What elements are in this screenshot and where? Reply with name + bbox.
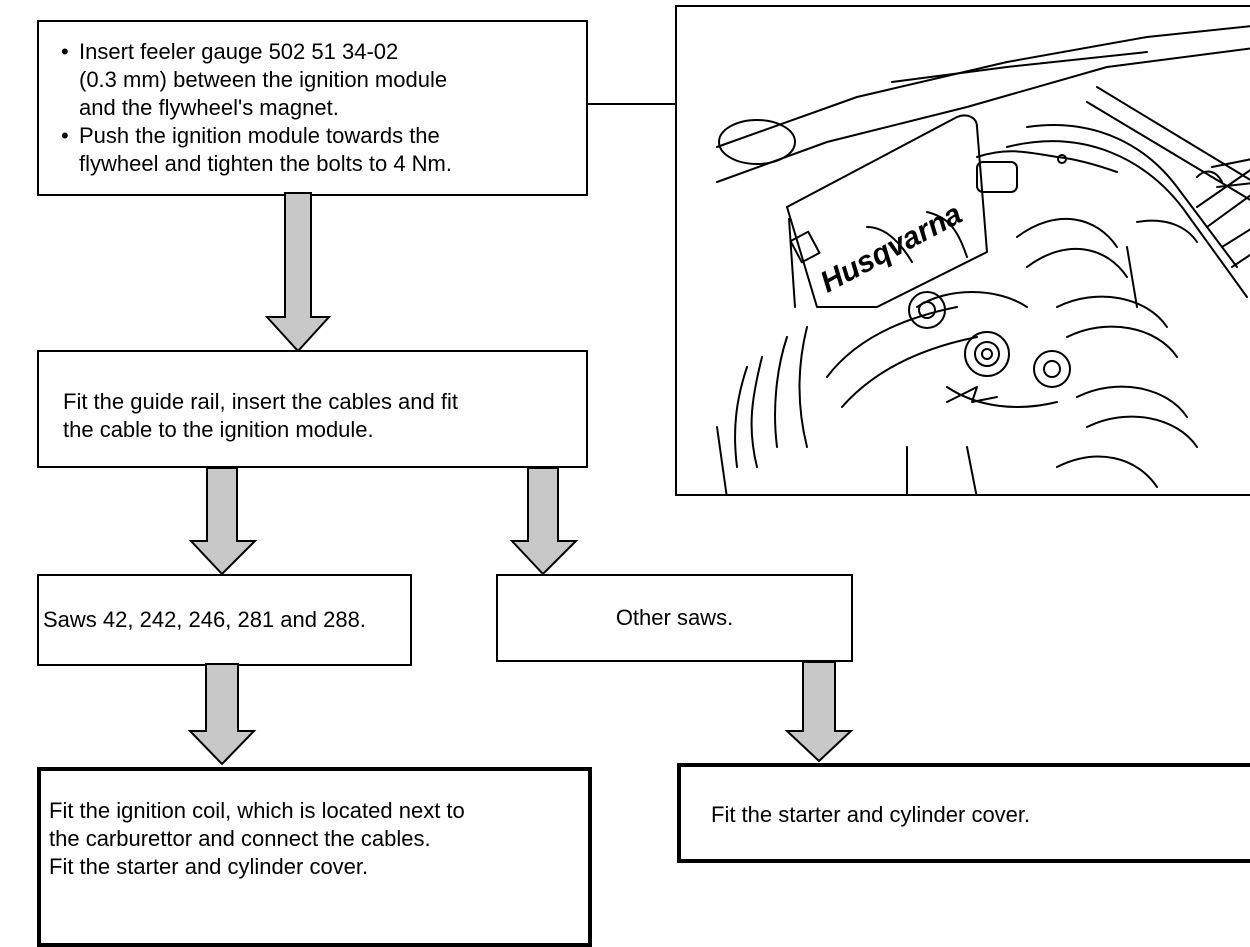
- arrow-down-2-right: [509, 467, 579, 576]
- husqvarna-logo-text: Husqvarna: [815, 197, 967, 299]
- bullet-line: flywheel and tighten the bolts to 4 Nm.: [79, 151, 452, 176]
- arrow-down-1: [264, 192, 332, 353]
- step-1-bullet-1: • Insert feeler gauge 502 51 34-02 (0.3 m…: [61, 38, 586, 122]
- step-2-line: Fit the guide rail, insert the cables an…: [63, 389, 458, 414]
- branch-right-text: Other saws.: [615, 605, 734, 630]
- final-left-line: the carburettor and connect the cables.: [49, 826, 431, 851]
- step-1-bullet-2: • Push the ignition module towards the fl…: [61, 122, 586, 178]
- arrow-down-2-left: [188, 467, 258, 576]
- final-left-line: Fit the ignition coil, which is located …: [49, 798, 465, 823]
- bullet-line: Push the ignition module towards the: [79, 123, 440, 148]
- final-left-box: Fit the ignition coil, which is located …: [37, 767, 592, 947]
- final-left-line: Fit the starter and cylinder cover.: [49, 854, 369, 879]
- ignition-module-illustration: Husqvarna: [716, 25, 1250, 494]
- branch-right-box: Other saws.: [496, 574, 853, 662]
- arrow-down-3-left: [187, 663, 257, 766]
- arrow-down-3-right: [784, 661, 854, 763]
- step-2-line: the cable to the ignition module.: [63, 417, 374, 442]
- branch-left-text: Saws 42, 242, 246, 281 and 288.: [43, 607, 366, 632]
- bullet-line: Insert feeler gauge 502 51 34-02: [79, 39, 399, 64]
- final-right-text: Fit the starter and cylinder cover.: [711, 802, 1031, 827]
- illustration-box: Husqvarna: [675, 5, 1250, 496]
- bullet-dot: •: [61, 123, 69, 148]
- step-1-box: • Insert feeler gauge 502 51 34-02 (0.3 m…: [37, 20, 588, 196]
- bullet-line: and the flywheel's magnet.: [79, 95, 339, 120]
- bullet-line: (0.3 mm) between the ignition module: [79, 67, 448, 92]
- final-right-box: Fit the starter and cylinder cover.: [677, 763, 1250, 863]
- branch-left-box: Saws 42, 242, 246, 281 and 288.: [37, 574, 412, 666]
- bullet-dot: •: [61, 39, 69, 64]
- step-2-box: Fit the guide rail, insert the cables an…: [37, 350, 588, 468]
